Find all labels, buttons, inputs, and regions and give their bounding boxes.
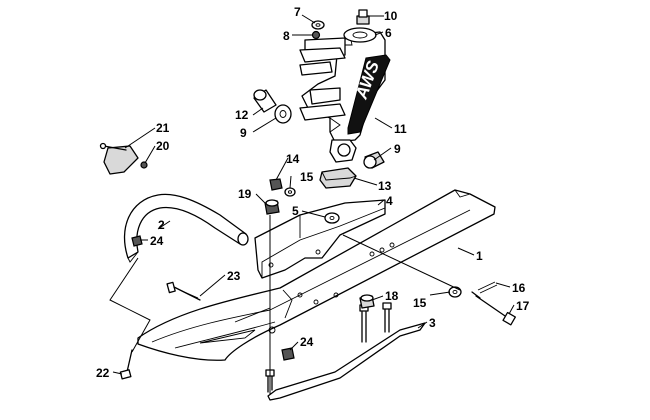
nut-8 [311, 30, 321, 40]
callout-1: 1 [476, 249, 483, 263]
washer-15-upper [284, 187, 296, 197]
callout-10: 10 [384, 9, 398, 23]
grease-fitting [356, 9, 370, 25]
callout-11: 11 [394, 122, 407, 136]
nut-24-upper [131, 235, 143, 247]
nut-19 [264, 199, 280, 215]
callout-8: 8 [283, 29, 290, 43]
callout-3: 3 [429, 316, 436, 330]
spindle: AWS [299, 31, 391, 163]
callout-22: 22 [96, 366, 110, 380]
callout-19: 19 [238, 187, 252, 201]
nut-18 [359, 294, 375, 309]
damper-block [319, 167, 357, 189]
nut-24-lower [281, 347, 295, 361]
callout-2: 2 [158, 218, 165, 232]
callout-20: 20 [156, 139, 170, 153]
callout-15-upper: 15 [300, 170, 314, 184]
callout-24-lower: 24 [300, 335, 314, 349]
callout-7: 7 [294, 5, 301, 19]
callout-9-upper: 9 [240, 126, 247, 140]
washer-15-lower [448, 286, 462, 298]
callouts: 7 8 10 6 12 9 11 9 13 14 15 19 5 4 1 2 2… [96, 5, 530, 380]
callout-18: 18 [385, 289, 399, 303]
washer-5 [324, 212, 340, 224]
cap-6 [343, 27, 377, 43]
bolt-22 [119, 349, 133, 380]
callout-24-upper: 24 [150, 234, 164, 248]
callout-21: 21 [156, 121, 170, 135]
callout-13: 13 [378, 179, 392, 193]
callout-17: 17 [516, 299, 530, 313]
handle-loop [123, 193, 249, 263]
callout-23: 23 [227, 269, 241, 283]
callout-16: 16 [512, 281, 526, 295]
bolt-21 [99, 142, 127, 151]
callout-15-lower: 15 [413, 296, 427, 310]
callout-4: 4 [386, 194, 393, 208]
bolt-23 [166, 281, 201, 301]
nut-14 [269, 178, 283, 191]
ski-saddle [254, 199, 386, 279]
callout-9-lower: 9 [394, 142, 401, 156]
bolt-17 [471, 291, 516, 326]
bracket-20 [103, 145, 148, 175]
callout-14: 14 [286, 152, 300, 166]
spacer-tube [253, 89, 277, 113]
callout-5: 5 [292, 204, 299, 218]
ski [137, 189, 496, 361]
bushing-upper [274, 104, 292, 124]
callout-6: 6 [385, 26, 392, 40]
leader-lines [109, 14, 515, 395]
cotter-pin [477, 281, 498, 294]
callout-12: 12 [235, 108, 249, 122]
